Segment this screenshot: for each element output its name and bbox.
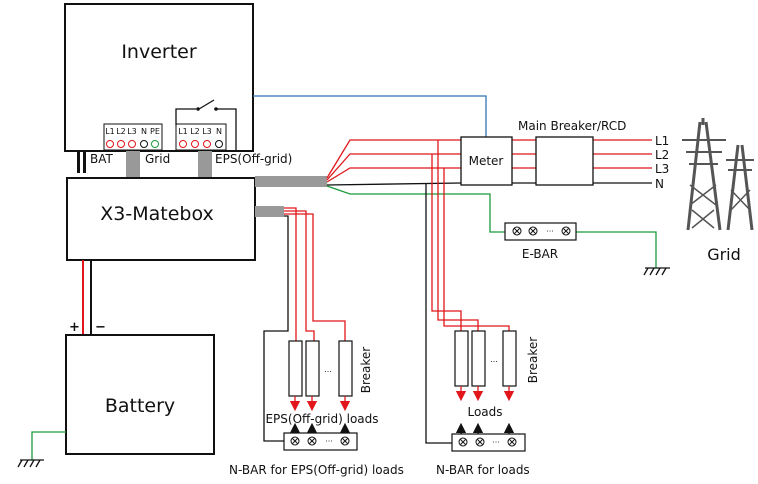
- grid-terminal-block: L1 L2 L3 N PE: [103, 123, 163, 151]
- loads-nbar-label: N-BAR for loads: [436, 463, 530, 477]
- load-wires: [425, 140, 510, 444]
- main-breaker: Main Breaker/RCD L1 L2 L3 N: [518, 119, 669, 191]
- meter: Meter: [460, 136, 513, 186]
- eps-terminal-l1: L1: [178, 127, 188, 136]
- eps-breaker-label: Breaker: [359, 347, 373, 394]
- meter-label: Meter: [469, 154, 504, 168]
- x3-matebox: X3-Matebox: [66, 176, 327, 261]
- battery-minus: −: [95, 320, 106, 335]
- internal-relay-switch: [175, 99, 237, 150]
- eps-n-bar: ···: [283, 432, 358, 451]
- load-breaker-label: Breaker: [526, 337, 540, 384]
- eps-nbar-dots: ···: [325, 437, 333, 446]
- bat-label: BAT: [90, 152, 114, 166]
- load-breakers: ... Breaker: [454, 330, 540, 387]
- eps-terminal-l2: L2: [190, 127, 200, 136]
- loads-n-bar: ···: [451, 433, 526, 452]
- power-tower-icon: [682, 118, 754, 231]
- battery: Battery: [17, 334, 215, 468]
- inverter-title: Inverter: [121, 41, 197, 63]
- battery-plus: +: [69, 320, 80, 335]
- main-breaker-label: Main Breaker/RCD: [518, 119, 626, 133]
- eps-terminal-l3: L3: [202, 127, 212, 136]
- grid-label-right: Grid: [707, 245, 741, 264]
- eps-load-wires: [263, 207, 346, 442]
- grid-terminal-l2: L2: [116, 127, 126, 136]
- matebox-eps-output: [255, 206, 284, 217]
- loads-label: Loads: [467, 405, 502, 419]
- grid-terminal-l1: L1: [105, 127, 115, 136]
- ebar-label: E-BAR: [522, 247, 558, 261]
- grid-terminal-n: N: [141, 127, 147, 136]
- eps-loads-label: EPS(Off-grid) loads: [265, 412, 378, 426]
- inverter: Inverter L1 L2 L3 N PE L1 L2 L3 N: [64, 3, 254, 152]
- load-breaker-dots: ...: [490, 355, 498, 364]
- eps-nbar-label: N-BAR for EPS(Off-grid) loads: [229, 463, 404, 477]
- line-l1-label: L1: [655, 134, 669, 148]
- eps-terminal-n: N: [216, 127, 222, 136]
- loads-nbar-dots: ···: [492, 438, 500, 447]
- matebox-title: X3-Matebox: [100, 203, 213, 225]
- inverter-connectors: BAT Grid EPS(Off-grid): [77, 151, 292, 178]
- grid-terminal-pe: PE: [150, 127, 160, 136]
- grid-busbar: [126, 151, 140, 178]
- grid-terminal-l3: L3: [127, 127, 137, 136]
- grid-ground-icon: [643, 267, 670, 276]
- battery-ground-icon: [17, 459, 44, 468]
- ebar-dots: ···: [546, 227, 554, 236]
- eps-busbar: [198, 151, 212, 178]
- eps-breakers: ... Breaker: [288, 340, 373, 397]
- battery-wires: + −: [69, 260, 106, 335]
- grid-label: Grid: [145, 152, 170, 166]
- line-l2-label: L2: [655, 148, 669, 162]
- eps-breaker-dots: ...: [324, 365, 332, 374]
- eps-terminal-block: L1 L2 L3 N: [175, 123, 227, 151]
- matebox-grid-output: [255, 176, 327, 187]
- line-n-label: N: [655, 177, 664, 191]
- grid-feed-lines: [253, 95, 657, 268]
- eps-label: EPS(Off-grid): [215, 152, 292, 166]
- battery-title: Battery: [105, 395, 175, 417]
- line-l3-label: L3: [655, 162, 669, 176]
- e-bar: ··· E-BAR: [504, 222, 670, 276]
